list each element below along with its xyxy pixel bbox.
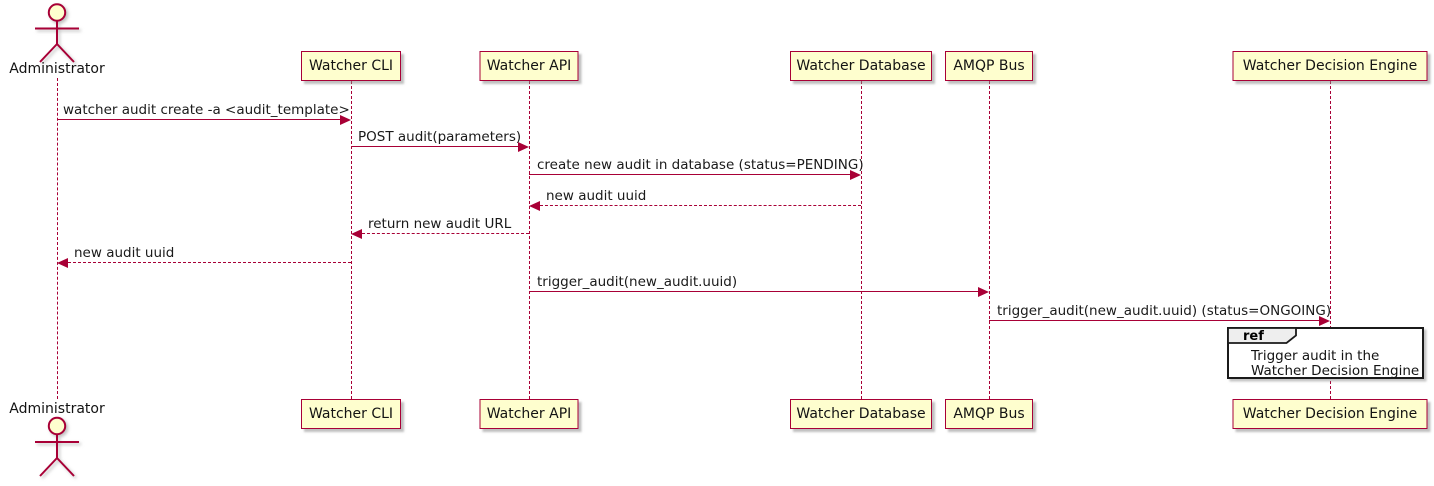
message-label: POST audit(parameters)	[358, 129, 522, 145]
message-line	[989, 320, 1319, 321]
arrowhead-left-icon	[529, 201, 540, 211]
arrowhead-left-icon	[57, 258, 68, 268]
message-label: new audit uuid	[546, 188, 647, 204]
arrowhead-right-icon	[340, 115, 351, 125]
ref-text-line: Trigger audit in the	[1251, 348, 1380, 364]
ref-text-line: Watcher Decision Engine	[1251, 363, 1420, 379]
lifeline-watcher-decision-engine	[1330, 81, 1331, 399]
actor-label-top: Administrator	[9, 61, 105, 77]
ref-keyword: ref	[1243, 329, 1264, 344]
lifeline-amqp-bus	[989, 81, 990, 399]
arrowhead-right-icon	[850, 170, 861, 180]
message-line	[68, 262, 351, 263]
actor-label-bottom: Administrator	[9, 401, 105, 417]
participant-watcher-database-top: Watcher Database	[790, 51, 932, 81]
message-line	[529, 291, 978, 292]
ref-tab-icon	[1227, 327, 1297, 344]
message-label: watcher audit create -a <audit_template>	[63, 102, 350, 118]
lifeline-watcher-database	[861, 81, 862, 399]
arrowhead-left-icon	[351, 229, 362, 239]
participant-watcher-api-bottom: Watcher API	[479, 399, 579, 429]
message-label: return new audit URL	[368, 216, 512, 232]
lifeline-watcher-cli	[351, 81, 352, 399]
actor-figure-icon	[35, 3, 79, 63]
message-label: create new audit in database (status=PEN…	[537, 157, 864, 173]
arrowhead-right-icon	[978, 287, 989, 297]
participant-watcher-database-bottom: Watcher Database	[790, 399, 932, 429]
participant-watcher-api-top: Watcher API	[479, 51, 579, 81]
participant-watcher-cli-top: Watcher CLI	[301, 51, 401, 81]
message-label: trigger_audit(new_audit.uuid) (status=ON…	[997, 303, 1332, 319]
message-line	[362, 233, 529, 234]
message-label: new audit uuid	[74, 245, 175, 261]
message-line	[57, 119, 340, 120]
lifeline-watcher-api	[529, 81, 530, 399]
ref-fragment: ref Trigger audit in the Watcher Decisio…	[1227, 327, 1424, 379]
participant-amqp-bus-bottom: AMQP Bus	[945, 399, 1033, 429]
lifeline-administrator	[57, 78, 58, 399]
message-line	[540, 205, 861, 206]
message-line	[529, 174, 850, 175]
message-label: trigger_audit(new_audit.uuid)	[537, 274, 738, 290]
participant-watcher-decision-engine-bottom: Watcher Decision Engine	[1232, 399, 1428, 429]
arrowhead-right-icon	[1319, 316, 1330, 326]
arrowhead-right-icon	[518, 142, 529, 152]
message-line	[351, 146, 518, 147]
actor-figure-icon	[35, 416, 79, 477]
participant-watcher-decision-engine-top: Watcher Decision Engine	[1232, 51, 1428, 81]
participant-watcher-cli-bottom: Watcher CLI	[301, 399, 401, 429]
participant-amqp-bus-top: AMQP Bus	[945, 51, 1033, 81]
